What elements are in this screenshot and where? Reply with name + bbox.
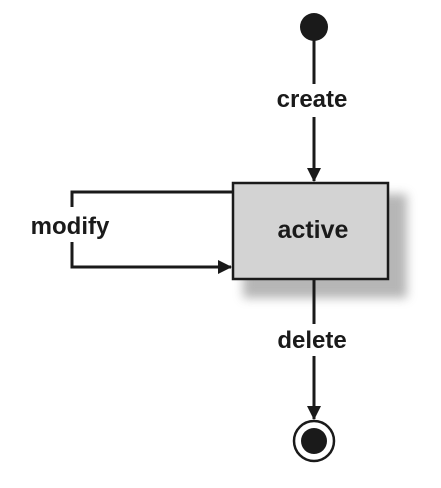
initial-state-node bbox=[300, 13, 328, 41]
transition-modify: modify bbox=[31, 190, 233, 274]
modify-label: modify bbox=[31, 213, 110, 240]
state-active-label: active bbox=[278, 216, 349, 244]
modify-arrow-upper bbox=[70, 190, 233, 207]
final-state-node bbox=[292, 419, 336, 463]
create-label: create bbox=[277, 86, 348, 113]
delete-label: delete bbox=[277, 327, 346, 354]
final-state-inner-dot bbox=[301, 428, 327, 454]
transition-create: create bbox=[277, 40, 348, 182]
state-active: active bbox=[231, 181, 407, 298]
state-active-box bbox=[231, 181, 390, 281]
modify-arrow-lower bbox=[70, 242, 232, 274]
transition-delete: delete bbox=[277, 280, 347, 420]
